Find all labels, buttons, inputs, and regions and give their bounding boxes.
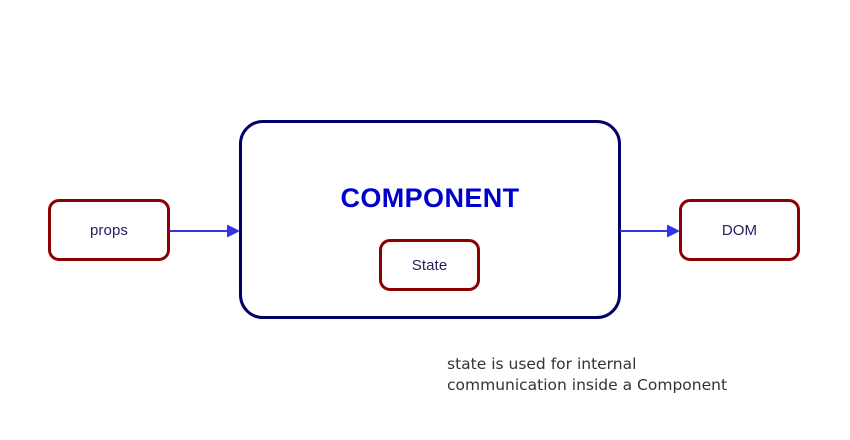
arrow-head — [667, 224, 680, 238]
props-to-component-arrow — [170, 224, 240, 238]
arrow-head — [227, 224, 240, 238]
node-component-title: COMPONENT — [340, 183, 520, 213]
node-dom: DOM — [679, 199, 800, 261]
node-props-label: props — [89, 221, 129, 239]
node-state-label: State — [411, 256, 448, 274]
node-dom-label: DOM — [721, 221, 758, 239]
node-props: props — [48, 199, 170, 261]
component-to-dom-arrow — [620, 224, 680, 238]
node-state: State — [379, 239, 480, 291]
diagram-caption: state is used for internal communication… — [447, 355, 728, 394]
